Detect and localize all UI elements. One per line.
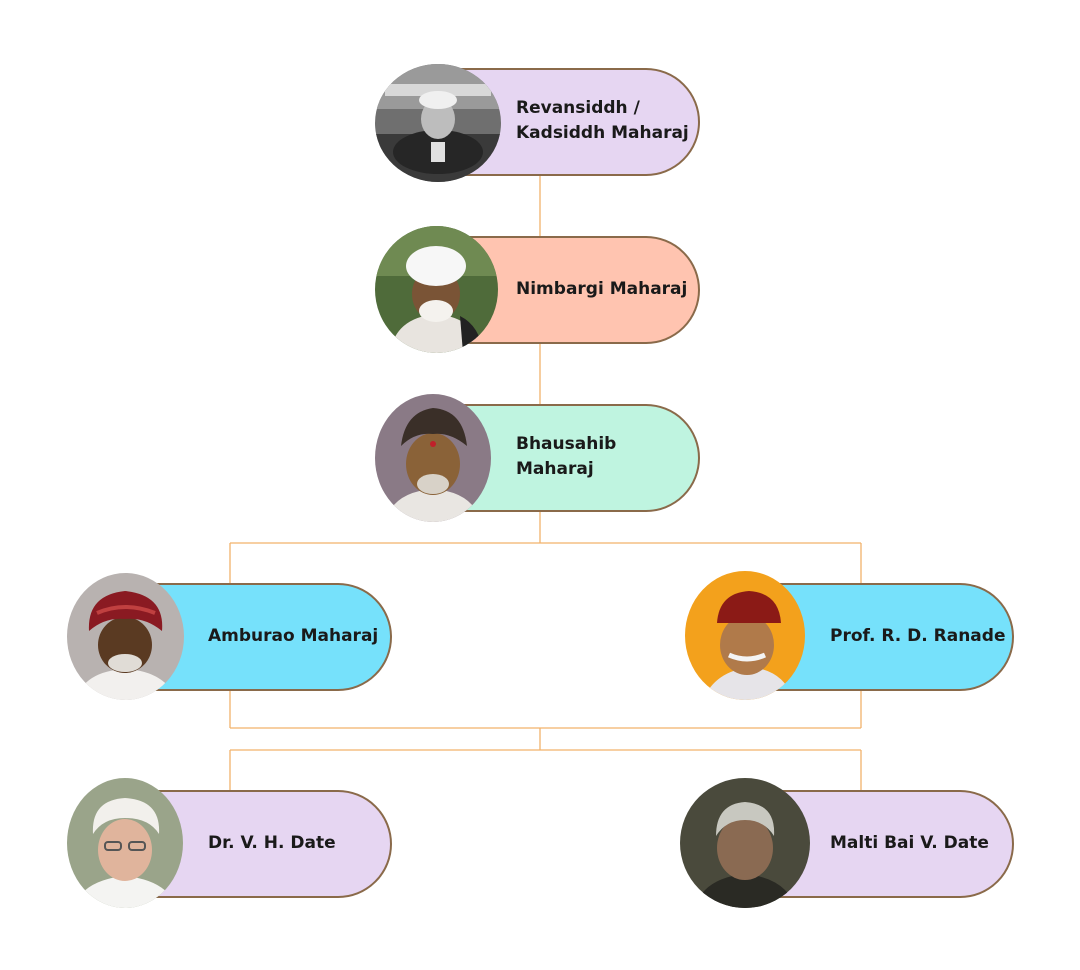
portrait-photo-icon (67, 573, 184, 700)
node-amburao-label: Amburao Maharaj (208, 625, 379, 646)
node-nimbargi-label: Nimbargi Maharaj (516, 278, 688, 299)
node-bhausahib-box (457, 404, 700, 512)
portrait-photo-icon (680, 778, 810, 908)
node-amburao: Amburao Maharaj (67, 573, 392, 700)
node-malti-bai-label: Malti Bai V. Date (830, 832, 989, 853)
node-vh-date: Dr. V. H. Date (67, 778, 392, 908)
connector-group (229, 176, 862, 790)
node-malti-bai-box (770, 790, 1014, 898)
node-ranade: Prof. R. D. Ranade (685, 571, 1014, 700)
portrait-photo-icon (375, 394, 491, 522)
node-nimbargi: Nimbargi Maharaj (375, 226, 700, 353)
node-ranade-label: Prof. R. D. Ranade (830, 625, 1006, 646)
portrait-photo-icon (685, 571, 805, 700)
portrait-photo-icon (375, 226, 498, 353)
node-amburao-box (149, 583, 392, 691)
portrait-photo-icon (375, 64, 501, 182)
portrait-photo-icon (67, 778, 183, 908)
node-vh-date-label: Dr. V. H. Date (208, 832, 336, 853)
node-vh-date-box (149, 790, 392, 898)
node-revansiddh-label: Revansiddh / Kadsiddh Maharaj (516, 98, 689, 143)
node-bhausahib: Bhausahib Maharaj (375, 394, 700, 522)
node-revansiddh: Revansiddh / Kadsiddh Maharaj (375, 64, 700, 182)
node-ranade-box (771, 583, 1014, 691)
node-bhausahib-label: Bhausahib Maharaj (516, 434, 617, 479)
node-malti-bai: Malti Bai V. Date (680, 778, 1014, 908)
